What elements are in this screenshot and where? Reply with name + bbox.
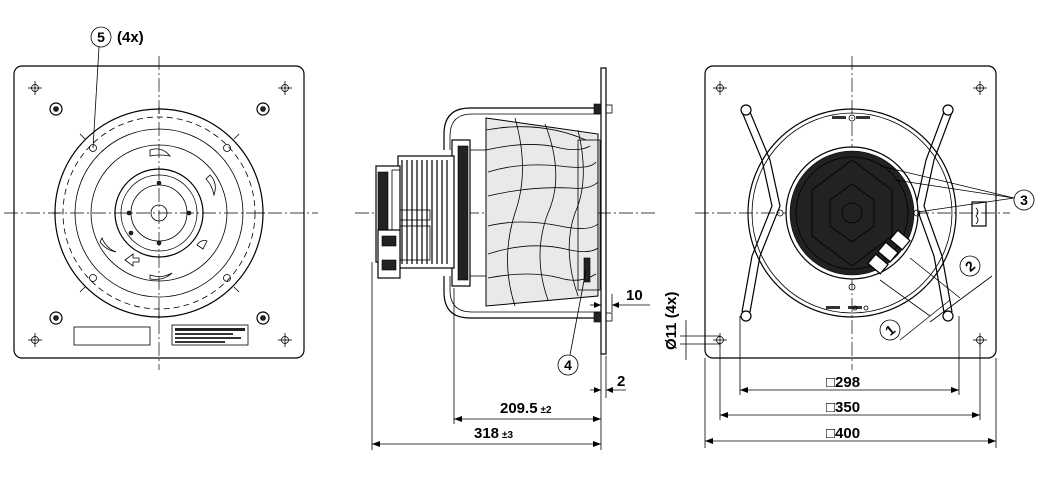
front-view-hub-outer	[114, 168, 204, 258]
rear-view-housing-outer	[747, 108, 957, 318]
dim-sq400-label: □400	[826, 425, 860, 442]
dim-overall-value: 318	[474, 425, 499, 442]
rear-view-support-struts	[740, 104, 954, 322]
front-view-label-blank	[73, 326, 151, 346]
dim-flange-label: 2	[617, 373, 625, 390]
callout-1-circle	[879, 319, 901, 341]
rear-view-corner-holes	[713, 81, 987, 347]
callout-5-number: 5	[97, 29, 105, 45]
front-view-hub-mid	[120, 174, 198, 252]
dim-gap-label: 10	[626, 287, 643, 304]
front-view-rating-plate	[171, 324, 249, 346]
rear-view-mounting-plate	[704, 65, 997, 359]
dim-overall-label: 318±3	[474, 425, 514, 442]
dim-hole-label: Ø11 (4x)	[663, 292, 680, 350]
callout-3-number: 3	[1020, 192, 1028, 208]
callout-1-number: 1	[882, 321, 898, 338]
side-view-motor-fins	[401, 160, 448, 264]
callout-2-circle	[959, 255, 981, 277]
callout-5-leader	[92, 46, 100, 149]
front-view-inlet-ring-inner	[90, 144, 228, 282]
dim-depth-label: 209.5±2	[500, 400, 552, 417]
dim-sq350-label: □350	[826, 399, 860, 416]
side-view-support-upper	[443, 107, 601, 150]
rear-view-cable-glands	[867, 229, 911, 275]
front-view-ring-ticks	[53, 107, 265, 319]
callout-3-circle	[1013, 189, 1035, 211]
front-view: 5 (4x)	[4, 26, 318, 370]
dim-depth-value: 209.5	[500, 400, 538, 417]
callout-4-number: 4	[564, 357, 572, 373]
side-view-mounting-plate	[600, 67, 607, 355]
front-view-shaft	[150, 204, 168, 222]
rear-view-side-tab	[971, 201, 987, 227]
dim-depth-tolerance: ±2	[541, 405, 552, 416]
callout-4-leader	[569, 269, 587, 356]
side-view: 4 10 2 209.5±2 318±3	[355, 67, 655, 450]
callout-2-number: 2	[962, 257, 978, 274]
dim-sq298-label: □298	[826, 374, 860, 391]
callout-5-quantity: (4x)	[117, 29, 144, 46]
front-view-screws	[49, 102, 270, 325]
callout-5-circle	[90, 26, 112, 48]
front-view-corner-holes	[28, 81, 292, 347]
front-view-rotation-slots	[99, 148, 216, 280]
front-view-inlet-ring-mid	[74, 128, 244, 298]
callout-4-circle	[557, 354, 579, 376]
rear-view: 3 1 2 Ø11 (4x) □298 □350 □400	[663, 56, 1035, 448]
dim-overall-tolerance: ±3	[502, 430, 513, 441]
side-view-support-lower	[443, 276, 601, 319]
front-view-inlet-ring-dashed	[62, 116, 256, 310]
front-view-hub-bolts	[126, 180, 192, 246]
